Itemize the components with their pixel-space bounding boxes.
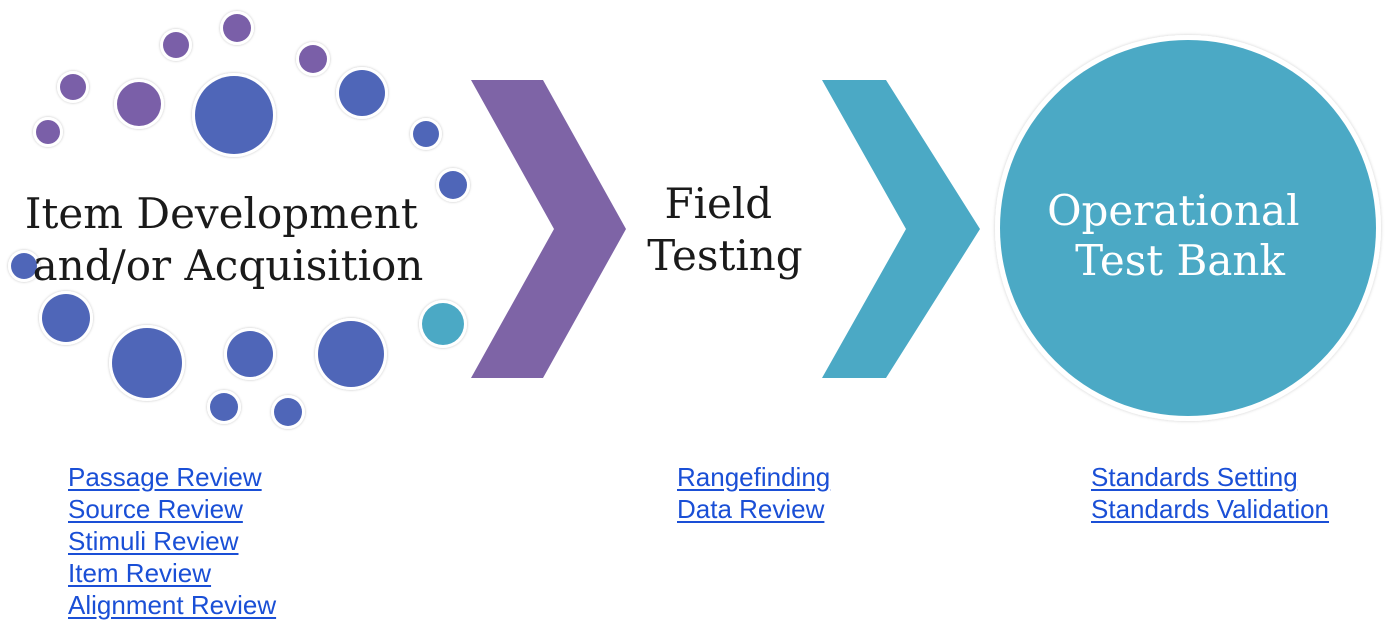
link-item-review[interactable]: Item Review bbox=[68, 558, 212, 588]
bubble bbox=[60, 74, 86, 100]
operational-links: Standards Setting Standards Validation bbox=[1091, 461, 1329, 525]
chevron-arrow-2 bbox=[822, 80, 980, 378]
stage-development-line2: and/or Acquisition bbox=[33, 241, 424, 290]
stage-operational-line1: Operational bbox=[1047, 186, 1299, 235]
stage-field-line1: Field bbox=[664, 179, 772, 228]
stage-operational-title: Operational Test Bank bbox=[1047, 186, 1313, 285]
bubble bbox=[223, 14, 251, 42]
bubble bbox=[318, 321, 384, 387]
operational-circle-fill bbox=[1000, 40, 1376, 416]
stage-field-title: Field Testing bbox=[647, 179, 802, 280]
bubble bbox=[36, 120, 60, 144]
link-standards-setting[interactable]: Standards Setting bbox=[1091, 462, 1298, 492]
bubble bbox=[112, 328, 182, 398]
bubble bbox=[413, 121, 439, 147]
bubble bbox=[422, 303, 464, 345]
bubble bbox=[42, 294, 90, 342]
stage-development-title: Item Development and/or Acquisition bbox=[25, 189, 431, 290]
bubble bbox=[274, 398, 302, 426]
link-source-review[interactable]: Source Review bbox=[68, 494, 243, 524]
link-alignment-review[interactable]: Alignment Review bbox=[68, 590, 277, 620]
stage-development-line1: Item Development bbox=[25, 189, 418, 238]
bubble bbox=[195, 76, 273, 154]
link-standards-validation[interactable]: Standards Validation bbox=[1091, 494, 1330, 524]
bubble bbox=[210, 393, 238, 421]
field-testing-links: Rangefinding Data Review bbox=[677, 461, 830, 525]
bubble bbox=[227, 331, 273, 377]
bubble bbox=[163, 32, 189, 58]
development-links: Passage Review Source Review Stimuli Rev… bbox=[68, 461, 276, 621]
bubble bbox=[339, 70, 385, 116]
link-stimuli-review[interactable]: Stimuli Review bbox=[68, 526, 239, 556]
bubble bbox=[11, 253, 37, 279]
link-passage-review[interactable]: Passage Review bbox=[68, 462, 262, 492]
bubble bbox=[117, 82, 161, 126]
bubble bbox=[299, 45, 327, 73]
link-data-review[interactable]: Data Review bbox=[677, 494, 825, 524]
link-rangefinding[interactable]: Rangefinding bbox=[677, 462, 831, 492]
stage-field-line2: Testing bbox=[647, 231, 802, 280]
bubble bbox=[439, 171, 467, 199]
chevron-arrow-1 bbox=[471, 80, 626, 378]
stage-operational-line2: Test Bank bbox=[1075, 236, 1285, 285]
bubble-ring-decoration bbox=[8, 11, 470, 429]
